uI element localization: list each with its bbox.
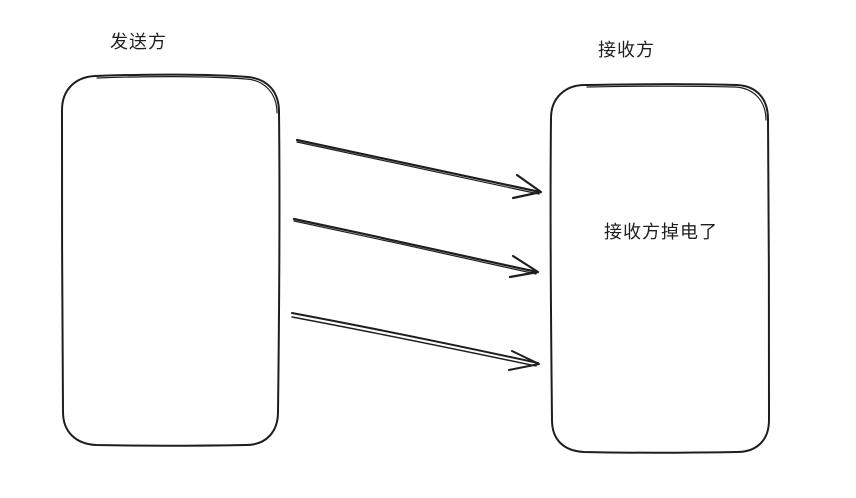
receiver-box [549, 83, 771, 454]
arrow-2 [292, 217, 540, 279]
arrow-1 [295, 138, 543, 200]
arrow-3 [291, 312, 540, 371]
sender-label: 发送方 [110, 32, 167, 53]
sender-box [60, 73, 281, 447]
receiver-note: 接收方掉电了 [604, 222, 718, 243]
receiver-label: 接收方 [598, 40, 655, 61]
